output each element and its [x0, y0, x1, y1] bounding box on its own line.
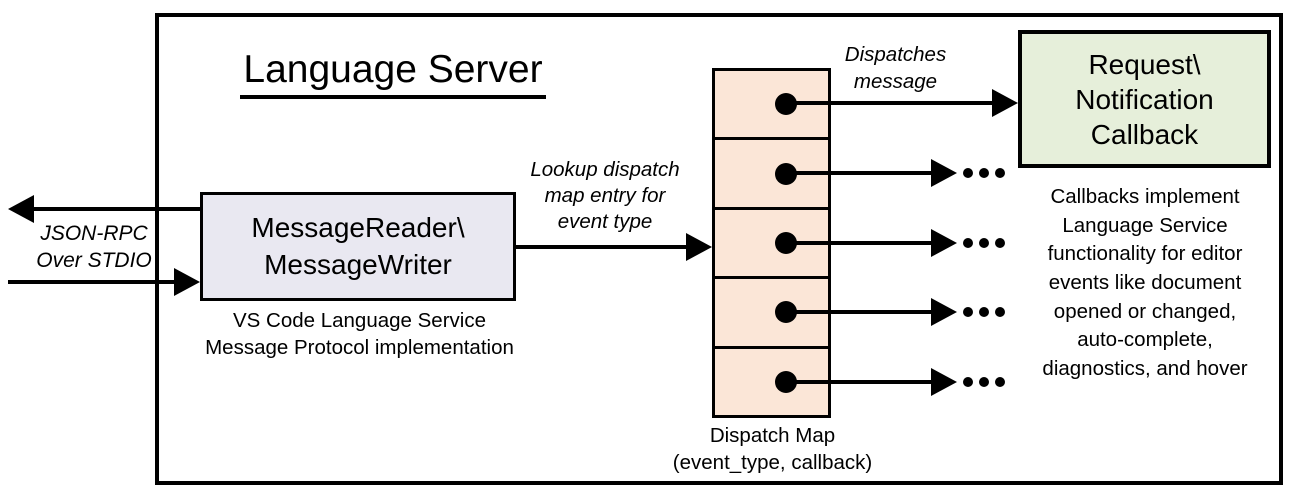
message-writer-label: MessageWriter	[264, 248, 452, 280]
message-box-caption-line1: VS Code Language Service	[232, 309, 486, 332]
dispatch-arrow-3	[786, 228, 957, 258]
lookup-dispatch-label: Lookup dispatch map entry for event type	[515, 157, 695, 234]
stdin-arrow-line	[8, 280, 182, 284]
dispatch-arrow-line	[786, 171, 939, 175]
callbacks-note: Callbacks implement Language Service fun…	[1014, 183, 1276, 384]
diagram-title: Language Server	[240, 48, 546, 99]
dispatch-arrowhead-icon	[992, 89, 1018, 117]
callback-box-line1: Request\	[1088, 48, 1201, 80]
dispatch-map-label-line1: Dispatch Map	[709, 424, 836, 447]
dispatch-arrow-5	[786, 367, 957, 397]
dispatch-arrow-4	[786, 297, 957, 327]
dispatch-arrowhead-icon	[931, 298, 957, 326]
stdin-arrow	[8, 267, 200, 297]
callbacks-note-line: Language Service	[1062, 213, 1228, 237]
ellipsis-icon	[963, 168, 1005, 178]
dispatch-arrowhead-icon	[931, 229, 957, 257]
stdout-arrow-line	[26, 207, 200, 211]
lookup-dispatch-label-line1: Lookup dispatch	[530, 158, 680, 181]
dispatch-arrow-1	[786, 88, 1018, 118]
stdin-arrowhead-icon	[174, 268, 200, 296]
dispatch-arrow-line	[786, 310, 939, 314]
callbacks-note-line: diagnostics, and hover	[1042, 357, 1248, 381]
dispatches-message-label-line1: Dispatches	[844, 43, 947, 66]
title-container: Language Server	[230, 48, 556, 99]
lookup-arrow	[515, 232, 712, 262]
lookup-dispatch-label-line2: map entry for	[544, 183, 666, 207]
message-box-caption: VS Code Language Service Message Protoco…	[172, 307, 547, 362]
dispatch-arrowhead-icon	[931, 159, 957, 187]
callback-box: Request\ Notification Callback	[1018, 30, 1271, 168]
dispatches-message-label: Dispatches message	[818, 42, 973, 95]
dispatch-arrow-line	[786, 241, 939, 245]
callback-box-line2: Notification	[1075, 83, 1214, 115]
dispatch-arrow-line	[786, 101, 1000, 105]
callbacks-note-line: auto-complete,	[1077, 328, 1213, 352]
dispatch-map-slot-5	[715, 345, 828, 416]
message-box-caption-line2: Message Protocol implementation	[205, 336, 514, 360]
dispatch-arrow-line	[786, 380, 939, 384]
io-protocol-label: JSON-RPC Over STDIO	[18, 221, 170, 275]
callbacks-note-line: Callbacks implement	[1050, 185, 1240, 208]
message-reader-label: MessageReader\	[251, 211, 465, 243]
io-protocol-label-line1: JSON-RPC	[40, 222, 148, 245]
dispatch-map-label: Dispatch Map (event_type, callback)	[650, 423, 895, 476]
message-reader-writer-box: MessageReader\ MessageWriter	[200, 192, 516, 301]
dispatch-arrow-2	[786, 158, 957, 188]
callback-box-line3: Callback	[1090, 118, 1199, 150]
lookup-arrow-line	[515, 245, 694, 249]
dispatches-message-label-line2: message	[853, 69, 938, 93]
ellipsis-icon	[963, 377, 1005, 387]
stdout-arrow	[8, 194, 200, 224]
dispatch-arrowhead-icon	[931, 368, 957, 396]
io-protocol-label-line2: Over STDIO	[36, 248, 152, 272]
ellipsis-icon	[963, 307, 1005, 317]
callbacks-note-line: functionality for editor	[1047, 242, 1243, 266]
dispatch-map-label-line2: (event_type, callback)	[672, 450, 873, 474]
callbacks-note-line: events like document	[1048, 271, 1242, 295]
ellipsis-icon	[963, 238, 1005, 248]
callbacks-note-line: opened or changed,	[1053, 299, 1237, 323]
lookup-arrowhead-icon	[686, 233, 712, 261]
lookup-dispatch-label-line3: event type	[557, 209, 653, 233]
